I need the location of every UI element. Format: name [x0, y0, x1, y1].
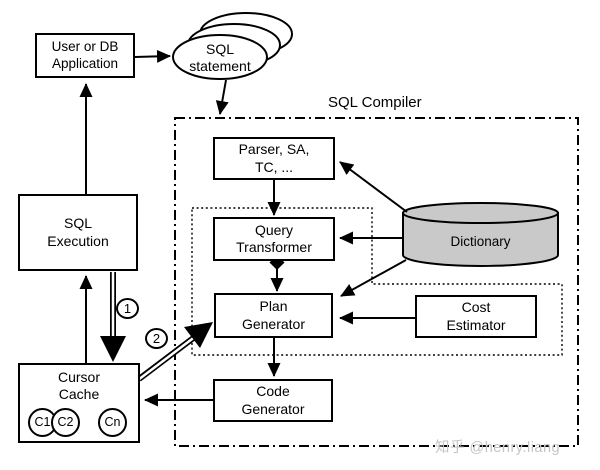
sql-compiler-region-label: SQL Compiler	[328, 94, 422, 111]
step-2-badge: 2	[145, 328, 168, 349]
node-label: Plan	[259, 298, 288, 315]
sql-statement-ellipses	[172, 12, 293, 80]
node-query-transformer: Query Transformer	[213, 217, 335, 261]
node-cost-estimator: Cost Estimator	[415, 295, 537, 338]
node-label: Estimator	[446, 316, 506, 333]
node-label: Parser, SA,	[238, 141, 310, 158]
node-label: Application	[51, 55, 119, 71]
watermark: 知乎 @henry.liang	[435, 440, 561, 456]
node-label: Execution	[47, 232, 109, 249]
node-cursor-cache: Cursor Cache C1 C2 Cn	[18, 363, 140, 443]
node-label: statement	[189, 57, 251, 74]
node-label: Query	[254, 221, 294, 238]
sql-compiler-boundary	[174, 117, 579, 447]
arrow-step2-cursorcache-to-plangenerator	[137, 322, 213, 382]
node-parser: Parser, SA, TC, ...	[213, 137, 335, 180]
node-user-db-application: User or DB Application	[35, 33, 135, 78]
node-code-generator: Code Generator	[213, 379, 333, 422]
dictionary-cylinder	[402, 202, 559, 267]
node-label: TC, ...	[254, 158, 294, 175]
node-dictionary-label: Dictionary	[450, 234, 511, 249]
node-label: Generator	[241, 315, 306, 332]
node-plan-generator: Plan Generator	[214, 293, 333, 338]
node-sql-statement: SQL statement	[172, 36, 268, 79]
node-label: SQL	[205, 40, 234, 57]
optimizer-boundary	[191, 207, 563, 356]
arrow-dictionary-to-plangenerator	[340, 259, 407, 297]
arrow-statement-to-compiler	[215, 79, 229, 115]
arrow-userapp-to-statement	[134, 49, 171, 63]
node-label: Cursor Cache	[57, 369, 100, 403]
arrow-dictionary-to-parser	[339, 161, 408, 213]
node-label: SQL	[63, 215, 92, 232]
step-1-badge: 1	[116, 298, 139, 319]
cursor-c2: C2	[51, 408, 80, 437]
node-label: Generator	[241, 400, 305, 417]
node-label: Transformer	[236, 239, 312, 255]
node-sql-execution: SQL Execution	[18, 194, 138, 271]
arrow-step1-sqlexecution-to-cursorcache	[100, 271, 126, 362]
cursor-cn: Cn	[98, 408, 127, 437]
node-label: Code	[256, 383, 290, 400]
flow-arrows	[79, 49, 415, 407]
node-label: Cost	[461, 299, 491, 316]
node-label: User or DB	[51, 39, 119, 55]
